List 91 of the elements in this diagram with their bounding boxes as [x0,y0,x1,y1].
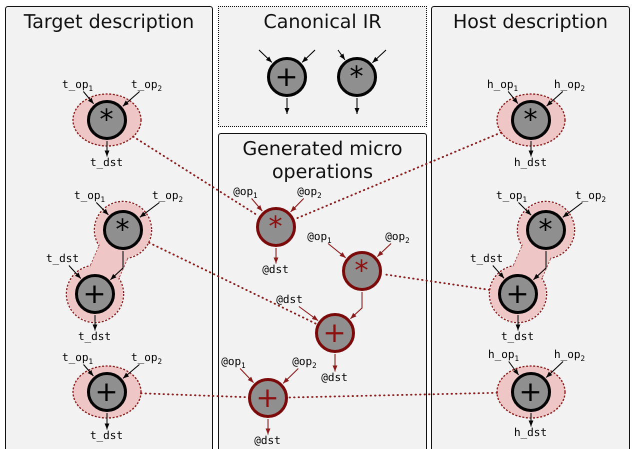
arrow [528,140,534,157]
panel-title: Canonical IR [262,11,383,34]
dotted-link [288,392,498,398]
operand-label: t_op$_{2}$ [130,351,164,364]
section-panel [431,6,630,449]
arrow [532,250,546,280]
operator-node: + [314,312,354,352]
arrow [258,50,272,63]
arrow [518,202,532,216]
arrow [546,361,564,378]
operator-node: * [256,206,296,246]
arrow [376,243,392,258]
arrow [508,361,520,376]
arrow [104,412,110,430]
operand-label: t_dst [46,252,80,265]
arrow [282,368,299,384]
operand-label: h_op$_{2}$ [552,78,586,91]
operand-label: t_op$_{1}$ [72,189,106,202]
operand-label: @op$_{1}$ [302,230,336,243]
operand-label: h_dst [514,156,548,169]
operand-label: @dst [272,293,306,306]
operand-label: t_op$_{1}$ [494,189,528,202]
section-panel [218,133,427,449]
highlight-region [70,92,142,148]
arrow [284,98,290,114]
operand-label: t_op$_{2}$ [574,189,608,202]
arrow [516,314,520,331]
operator-node: * [342,250,382,290]
operand-label: t_op$_{2}$ [150,189,184,202]
operator-node: + [248,378,288,418]
operand-label: h_op$_{2}$ [552,348,586,361]
arrow [139,202,160,218]
arrow [332,354,338,372]
operator-node: * [336,56,376,96]
arrow [546,91,564,106]
arrow [122,364,140,379]
operand-label: @dst [250,434,284,447]
operand-label: t_op$_{2}$ [130,78,164,91]
operand-label: h_dst [514,426,548,439]
operand-label: h_op$_{1}$ [486,78,520,91]
operand-label: t_dst [78,330,112,343]
operand-label: @dst [318,371,352,384]
arrow [110,250,124,280]
arrow [290,198,304,212]
arrow [492,265,505,279]
panel-title: Generated micro operations [241,138,404,184]
operand-label: @op$_{2}$ [292,185,326,198]
operand-label: @dst [258,263,292,276]
arrow [328,243,346,258]
arrow [68,265,82,279]
panel-title: Target description [22,11,196,34]
section-panel [5,6,213,449]
operand-label: t_dst [500,330,534,343]
arrow [508,91,518,104]
arrow [104,140,110,157]
operand-label: @op$_{1}$ [216,355,250,368]
panel-title: Host description [452,11,609,34]
arrow [251,198,263,212]
arrow [528,412,534,427]
arrow [274,248,278,264]
arrow [354,98,360,114]
section-panel [218,6,427,127]
arrow [562,202,583,218]
operand-label: t_dst [470,252,504,265]
operand-label: t_op$_{1}$ [60,78,94,91]
arrow [298,306,319,322]
arrow [82,91,94,104]
arrow [266,418,270,435]
arrow [302,50,316,63]
highlight-region [494,92,566,148]
arrow [338,50,346,60]
arrow [240,368,254,384]
highlight-region [494,364,566,420]
operand-label: @op$_{1}$ [228,185,262,198]
arrow [372,50,386,64]
operand-label: h_op$_{1}$ [486,348,520,361]
arrow [83,364,94,376]
operand-label: @op$_{2}$ [288,355,322,368]
operand-label: @op$_{2}$ [380,230,414,243]
arrow [96,202,109,216]
operand-label: t_dst [90,156,124,169]
dotted-link [140,392,248,398]
highlight-region [70,364,142,420]
operand-label: t_dst [90,429,124,442]
operator-node: + [266,56,306,96]
arrow [92,314,98,331]
arrow [122,91,140,107]
dotted-link [294,132,502,220]
arrow [350,292,362,320]
operand-label: t_op$_{1}$ [60,351,94,364]
dotted-link [148,242,317,325]
